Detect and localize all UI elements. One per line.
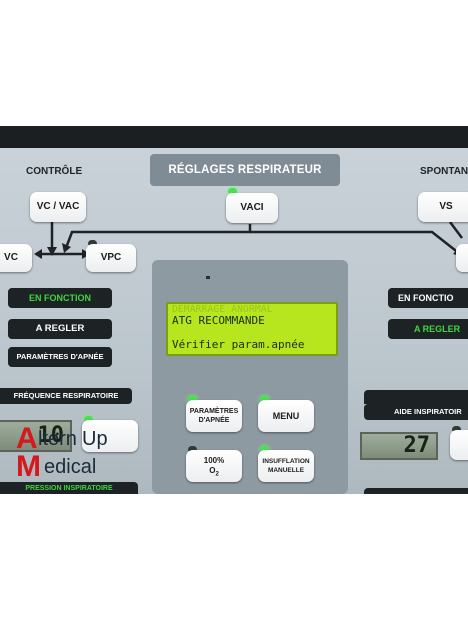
vc-vac-mode-button[interactable]: VC / VAC [30,192,86,222]
aide-adjust-button-partial[interactable] [450,430,468,460]
left-parametres-apnee-label: PARAMÈTRES D'APNÉE [8,347,112,367]
right-top-divider [364,390,468,404]
frequence-adjust-button[interactable] [82,420,138,452]
vpc-indicator-led [88,240,97,245]
vpc-label: VPC [100,252,122,263]
lcd-line-3: Vérifier param.apnée [172,338,305,351]
menu-led [260,396,269,401]
insufflation-manuelle-button[interactable]: INSUFFLATION MANUELLE [258,450,314,482]
logo-letter-m: M [16,450,41,483]
right-en-fonction-label: EN FONCTIO [388,288,468,308]
lcd-line-2: ATG RECOMMANDE [172,314,265,327]
parametres-apnee-led [188,396,197,401]
center-display-panel [152,260,348,494]
oxygen-led [188,446,197,451]
vpc-mode-button[interactable]: VPC [86,244,136,272]
alternup-medical-logo: A ltern Up M edical [14,422,134,483]
oxygen-line1: 100% [203,456,225,465]
device-top-bezel [0,126,468,148]
pression-inspiratoire-label: PRESSION INSPIRATOIRE [0,482,138,494]
parametres-apnee-button[interactable]: PARAMÈTRES D'APNÉE [186,400,242,432]
logo-word-up: Up [82,428,108,450]
insufflation-line2: MANUELLE [267,467,305,474]
aide-indicator-led [452,426,461,431]
panel-header-title: RÉGLAGES RESPIRATEUR [150,154,340,186]
insufflation-led [260,446,269,451]
lcd-line-1: DEMARRAGE ANORMAL [172,304,273,315]
aide-inspiratoire-label: AIDE INSPIRATOIR [364,404,468,420]
vs-mode-button[interactable]: VS [418,192,468,222]
parametres-apnee-line1: PARAMÈTRES [189,408,239,415]
menu-label: MENU [272,411,300,421]
vaci-indicator-led [228,188,237,193]
vc-mode-button[interactable]: VC [0,244,32,272]
oxygen-100-button[interactable]: 100% O2 [186,450,242,482]
logo-word-ltern: ltern [38,428,77,450]
vaci-mode-button[interactable]: VACI [226,193,278,223]
frequence-respiratoire-label: FRÉQUENCE RESPIRATOIRE [0,388,132,404]
arrow-vs-right [449,221,463,239]
oxygen-line2: O [209,466,216,475]
section-label-controle: CONTRÔLE [26,166,83,177]
frequence-value-display: 10 [0,420,72,452]
vaci-label: VACI [240,202,264,213]
left-a-regler-label: A REGLER [8,319,112,339]
arrow-vaci-left [64,224,252,249]
left-en-fonction-label: EN FONCTION [8,288,112,308]
logo-word-edical: edical [44,456,97,478]
frequence-indicator-led [84,416,93,421]
lcd-message-display: DEMARRAGE ANORMAL ATG RECOMMANDE Vérifie… [166,302,338,356]
aide-value-display: 27 [360,432,438,460]
vs-label: VS [439,201,453,212]
vc-vac-label: VC / VAC [36,201,80,212]
right-mode-button-partial[interactable] [456,244,468,272]
panel-screw-dot [206,276,210,279]
parametres-apnee-line2: D'APNÉE [198,417,230,424]
right-a-regler-label: A REGLER [388,319,468,339]
vc-label: VC [4,252,18,263]
arrow-vaci-right [250,230,461,255]
logo-letter-a: A [16,422,38,455]
section-label-spontane: SPONTAN [420,166,468,177]
oxygen-subscript: 2 [215,471,219,478]
right-bottom-label [364,488,468,494]
menu-button[interactable]: MENU [258,400,314,432]
insufflation-line1: INSUFFLATION [262,458,310,465]
